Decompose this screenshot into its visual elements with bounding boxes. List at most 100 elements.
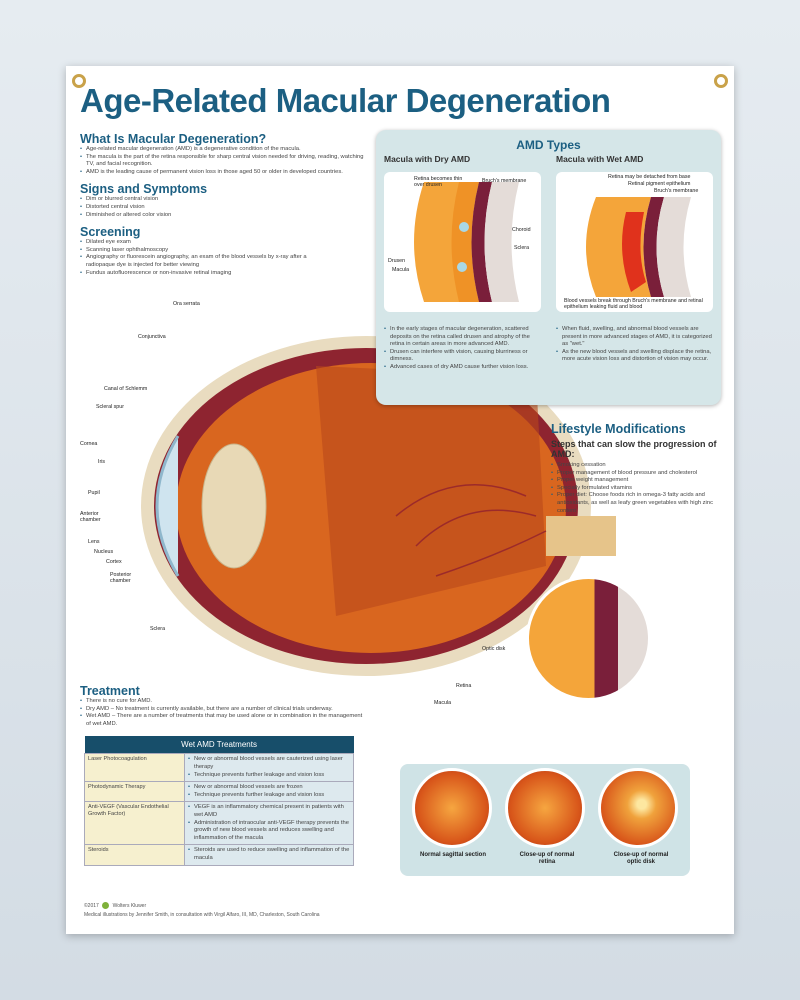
list-item: There is no cure for AMD.: [80, 698, 365, 706]
list-item: Fundus autofluorescence or non-invasive …: [80, 270, 310, 278]
grommet: [714, 74, 728, 88]
eye-label: Sclera: [150, 626, 166, 632]
wet-amd-illustration: Retina may be detached from base Retinal…: [556, 172, 713, 312]
treatment-section: Treatment There is no cure for AMD. Dry …: [80, 678, 365, 866]
list-item: Smoking cessation: [551, 462, 721, 470]
list-item: Steroids are used to reduce swelling and…: [188, 847, 350, 862]
label: Choroid: [512, 227, 531, 233]
list-item: Technique prevents further leakage and v…: [188, 792, 350, 800]
what-is-heading: What Is Macular Degeneration?: [80, 132, 267, 146]
treatment-name: Steroids: [84, 844, 185, 866]
eye-label: Iris: [98, 459, 106, 465]
eye-label: Macula: [434, 700, 452, 706]
list-item: As the new blood vessels and swelling di…: [556, 349, 716, 364]
treatment-description: New or abnormal blood vessels are frozen…: [184, 781, 354, 803]
eye-label: Conjunctiva: [138, 334, 166, 340]
sagittal-section-image: [412, 768, 492, 848]
list-item: Drusen can interfere with vision, causin…: [384, 349, 544, 364]
treatment-name: Laser Photocoagulation: [84, 753, 185, 783]
list-item: Specially formulated vitamins: [551, 485, 721, 493]
label: Sclera: [514, 245, 530, 251]
dry-amd-list: In the early stages of macular degenerat…: [384, 326, 544, 372]
copyright: ©2017: [84, 902, 99, 909]
lifestyle-subheading: Steps that can slow the progression of A…: [551, 439, 717, 459]
list-item: Technique prevents further leakage and v…: [188, 772, 350, 780]
dry-amd-drawing: [414, 182, 519, 302]
list-item: Angiography or fluorescein angiography, …: [80, 254, 310, 269]
eye-label: Pupil: [88, 490, 100, 496]
list-item: Distorted central vision: [80, 204, 372, 212]
table-row: SteroidsSteroids are used to reduce swel…: [84, 844, 354, 866]
view-caption: Normal sagittal section: [419, 852, 487, 858]
eye-label: Nucleus: [94, 549, 114, 555]
list-item: Age-related macular degeneration (AMD) i…: [80, 146, 372, 154]
list-item: When fluid, swelling, and abnormal blood…: [556, 326, 716, 349]
table-row: Photodynamic TherapyNew or abnormal bloo…: [84, 781, 354, 803]
list-item: Proper weight management: [551, 477, 721, 485]
signs-list: Dim or blurred central vision Distorted …: [80, 196, 372, 219]
poster: Age-Related Macular Degeneration What Is…: [66, 66, 734, 934]
retina-closeup-image: [505, 768, 585, 848]
fundus-views-panel: Normal sagittal section Close-up of norm…: [400, 764, 690, 876]
eye-label: Ora serrata: [173, 301, 200, 307]
screening-heading: Screening: [80, 225, 141, 240]
label: Retina may be detached from base: [608, 174, 691, 180]
list-item: Advanced cases of dry AMD cause further …: [384, 364, 544, 372]
page-title: Age-Related Macular Degeneration: [80, 82, 611, 119]
treatment-name: Photodynamic Therapy: [84, 781, 185, 803]
amd-types-heading: AMD Types: [516, 138, 581, 152]
table-header: Wet AMD Treatments: [84, 736, 354, 754]
treatment-description: New or abnormal blood vessels are cauter…: [184, 753, 354, 783]
what-is-list: Age-related macular degeneration (AMD) i…: [80, 146, 372, 176]
list-item: Dilated eye exam: [80, 239, 310, 247]
list-item: New or abnormal blood vessels are frozen: [188, 784, 350, 792]
list-item: New or abnormal blood vessels are cauter…: [188, 756, 350, 771]
lifestyle-section: Lifestyle Modifications Steps that can s…: [551, 416, 721, 515]
label: Retina becomes thin over drusen: [414, 176, 463, 189]
label: Drusen: [388, 258, 406, 264]
list-item: Administration of intraocular anti-VEGF …: [188, 820, 350, 843]
signs-heading: Signs and Symptoms: [80, 182, 208, 197]
dry-amd-illustration: Retina becomes thin over drusen Bruch's …: [384, 172, 541, 312]
table-row: Anti-VEGF (Vascular Endothelial Growth F…: [84, 801, 354, 846]
wet-amd-treatments-table: Wet AMD Treatments Laser Photocoagulatio…: [84, 736, 354, 866]
lifestyle-list: Smoking cessation Proper management of b…: [551, 462, 721, 515]
list-item: VEGF is an inflammatory chemical present…: [188, 804, 350, 819]
eye-label: Cortex: [106, 559, 122, 565]
amd-types-panel: AMD Types Macula with Dry AMD Macula wit…: [376, 130, 721, 405]
list-item: The macula is the part of the retina res…: [80, 154, 372, 169]
brand: Wolters Kluwer: [112, 902, 147, 909]
label: Bruch's membrane: [482, 178, 527, 184]
list-item: Proper diet: Choose foods rich in omega-…: [551, 492, 721, 515]
treatment-heading: Treatment: [80, 684, 140, 698]
eye-label: Posterior chamber: [110, 572, 132, 585]
eye-label: Optic disk: [482, 646, 506, 652]
lifestyle-heading: Lifestyle Modifications: [551, 422, 686, 436]
list-item: Scanning laser ophthalmoscopy: [80, 247, 310, 255]
footer: ©2017 Wolters Kluwer Medical illustratio…: [84, 902, 320, 918]
list-item: Diminished or altered color vision: [80, 212, 372, 220]
eye-label: Scleral spur: [96, 404, 124, 410]
wet-amd-drawing: [586, 197, 691, 297]
eye-label: Cornea: [80, 441, 98, 447]
treatment-name: Anti-VEGF (Vascular Endothelial Growth F…: [84, 801, 185, 846]
wet-amd-title: Macula with Wet AMD: [556, 154, 644, 164]
eye-label: Retina: [456, 683, 472, 689]
screening-list: Dilated eye exam Scanning laser ophthalm…: [80, 239, 310, 277]
list-item: In the early stages of macular degenerat…: [384, 326, 544, 349]
label: Blood vessels break through Bruch's memb…: [564, 298, 703, 311]
eye-label: Lens: [88, 539, 100, 545]
label: Macula: [392, 267, 410, 273]
treatment-description: Steroids are used to reduce swelling and…: [184, 844, 354, 866]
wolters-kluwer-logo-icon: [102, 902, 110, 909]
grommet: [72, 74, 86, 88]
label: Bruch's membrane: [654, 188, 699, 194]
treatment-description: VEGF is an inflammatory chemical present…: [184, 801, 354, 846]
optic-disk-closeup-image: [598, 768, 678, 848]
list-item: Proper management of blood pressure and …: [551, 470, 721, 478]
list-item: Dry AMD – No treatment is currently avai…: [80, 706, 365, 714]
eye-label: Anterior chamber: [80, 511, 101, 524]
credit: Medical illustrations by Jennifer Smith,…: [84, 912, 320, 918]
wet-amd-list: When fluid, swelling, and abnormal blood…: [556, 326, 716, 364]
view-caption: Close-up of normal retina: [519, 852, 575, 865]
